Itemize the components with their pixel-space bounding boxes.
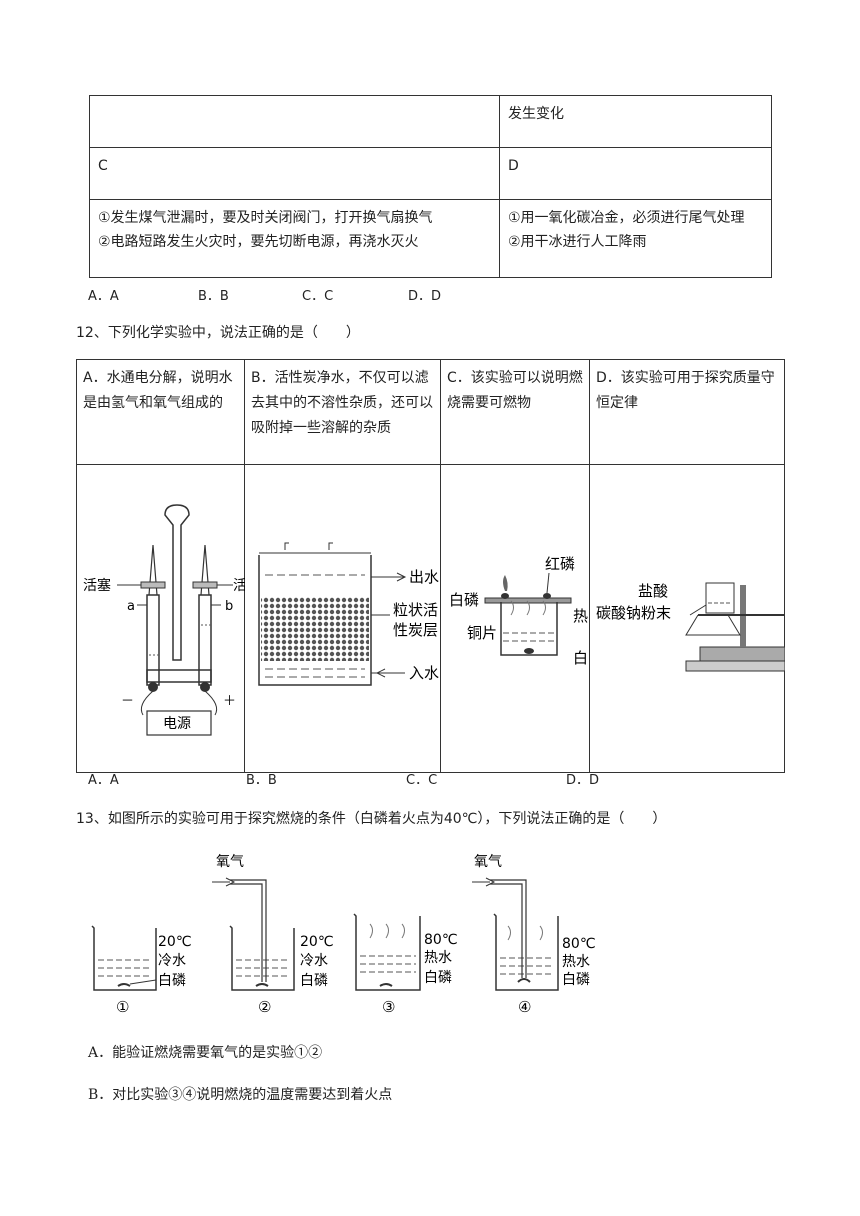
b3-number: ③ xyxy=(382,998,395,1016)
q13-option-a[interactable]: A．能验证燃烧需要氧气的是实验①② xyxy=(88,1045,323,1061)
q12-option-b[interactable]: B．B xyxy=(246,773,277,788)
b2-water: 冷水 xyxy=(300,953,328,969)
inlet-label: 入水 xyxy=(409,664,439,682)
b1-water: 冷水 xyxy=(158,953,186,969)
q11-c-line-2: ②电路短路发生火灾时，要先切断电源，再浇水灭火 xyxy=(98,234,419,250)
q11-option-c[interactable]: C．C xyxy=(302,289,334,304)
b4-number: ④ xyxy=(518,998,531,1016)
q12-cell-b: B．活性炭净水，不仅可以滤去其中的不溶性杂质，还可以吸附掉一些溶解的杂质 xyxy=(244,359,441,465)
q11-cell-d-content: ①用一氧化碳冶金，必须进行尾气处理 ②用干冰进行人工降雨 xyxy=(499,199,772,278)
q12-cell-a: A．水通电分解，说明水是由氢气和氧气组成的 xyxy=(76,359,245,465)
b4-oxygen: 氧气 xyxy=(474,854,502,870)
sodium-carbonate-label: 碳酸钠粉末 xyxy=(596,604,671,622)
right-cock-label: 活 xyxy=(233,578,245,594)
q11-cell-d-label: D xyxy=(499,147,772,200)
b1-phosphorus: 白磷 xyxy=(158,973,186,989)
copper-sheet-label: 铜片 xyxy=(467,624,497,642)
b2-temp: 20℃ xyxy=(300,934,334,950)
b3-water: 热水 xyxy=(424,950,452,966)
q12-stem: 12、下列化学实验中，说法正确的是（ ） xyxy=(76,325,360,341)
b3-temp: 80℃ xyxy=(424,932,458,948)
q13-option-b[interactable]: B．对比实验③④说明燃烧的温度需要达到着火点 xyxy=(88,1087,393,1103)
plus-label: ＋ xyxy=(223,694,236,709)
q11-cell-c-label: C xyxy=(89,147,500,200)
hydrochloric-acid-label: 盐酸 xyxy=(638,582,668,600)
beaker-3: 80℃ 热水 白磷 ③ xyxy=(353,913,458,1016)
beaker-1: 20℃ 冷水 白磷 ① xyxy=(91,925,192,1016)
q12-option-d[interactable]: D．D xyxy=(566,773,600,788)
red-phosphorus-label: 红磷 xyxy=(545,555,575,573)
b1-temp: 20℃ xyxy=(158,934,192,950)
q13-stem: 13、如图所示的实验可用于探究燃烧的条件（白磷着火点为40℃），下列说法正确的是… xyxy=(76,811,667,827)
q12-cell-d: D．该实验可用于探究质量守恒定律 xyxy=(589,359,785,465)
b2-phosphorus: 白磷 xyxy=(300,973,328,989)
q12-fig-b-cell: 出水 粒状活 性炭层 入水 xyxy=(244,464,441,773)
beaker-2: 氧气 20℃ 冷水 白磷 ② xyxy=(212,854,334,1016)
b4-phosphorus: 白磷 xyxy=(562,972,590,988)
b1-number: ① xyxy=(116,998,129,1016)
water-filter-figure: 出水 粒状活 性炭层 入水 xyxy=(258,542,439,686)
q12-fig-a-cell: 活塞 活 a b － ＋ 电源 xyxy=(76,464,247,773)
q12-option-a[interactable]: A．A xyxy=(88,773,119,788)
q11-c-line-1: ①发生煤气泄漏时，要及时关闭阀门，打开换气扇换气 xyxy=(98,210,433,226)
tube-a-label: a xyxy=(127,599,135,614)
left-cock-label: 活塞 xyxy=(83,577,111,594)
b2-oxygen: 氧气 xyxy=(216,854,244,870)
q11-option-b[interactable]: B．B xyxy=(198,289,229,304)
q11-cell-change: 发生变化 xyxy=(499,95,772,148)
q12-fig-c-cell: 红磷 白磷 铜片 热 白 xyxy=(440,464,590,773)
carbon-layer-line1: 粒状活 xyxy=(393,601,438,619)
carbon-layer-line2: 性炭层 xyxy=(393,621,438,639)
q12-fig-d-cell: 盐酸 碳酸钠粉末 xyxy=(589,464,786,773)
q11-option-a[interactable]: A．A xyxy=(88,289,119,304)
q13-figure: 20℃ 冷水 白磷 ① 氧气 20℃ 冷水 白磷 ② 80℃ 热水 白磷 ③ xyxy=(91,854,596,1016)
beaker-4: 氧气 80℃ 热水 白磷 ④ xyxy=(472,854,596,1016)
q12-cell-c: C．该实验可以说明燃烧需要可燃物 xyxy=(440,359,590,465)
tube-b-label: b xyxy=(225,599,233,614)
q11-option-d[interactable]: D．D xyxy=(408,289,442,304)
electrolysis-figure: 活塞 活 a b － ＋ 电源 xyxy=(83,504,247,736)
b4-water: 热水 xyxy=(562,954,590,970)
b2-number: ② xyxy=(258,998,271,1016)
power-label: 电源 xyxy=(163,716,191,732)
balance-figure: 盐酸 碳酸钠粉末 xyxy=(596,582,786,672)
b4-temp: 80℃ xyxy=(562,936,596,952)
q11-cell-c-content: ①发生煤气泄漏时，要及时关闭阀门，打开换气扇换气 ②电路短路发生火灾时，要先切断… xyxy=(89,199,500,278)
q11-cell-empty xyxy=(89,95,500,148)
b3-phosphorus: 白磷 xyxy=(424,970,452,986)
q12-option-c[interactable]: C．C xyxy=(406,773,438,788)
outlet-label: 出水 xyxy=(409,568,439,586)
minus-label: － xyxy=(121,694,134,709)
white-phosphorus-label: 白磷 xyxy=(449,591,479,609)
combustion-figure: 红磷 白磷 铜片 热 白 xyxy=(449,555,588,667)
q11-d-line-1: ①用一氧化碳冶金，必须进行尾气处理 xyxy=(508,210,745,226)
q12-table: A．水通电分解，说明水是由氢气和氧气组成的 B．活性炭净水，不仅可以滤去其中的不… xyxy=(76,359,786,773)
q11-table: 发生变化 C D ①发生煤气泄漏时，要及时关闭阀门，打开换气扇换气 ②电路短路发… xyxy=(89,95,772,278)
hot-water-label: 热 xyxy=(573,607,588,625)
q11-d-line-2: ②用干冰进行人工降雨 xyxy=(508,234,647,250)
white-phosphorus-2-label: 白 xyxy=(573,649,588,667)
